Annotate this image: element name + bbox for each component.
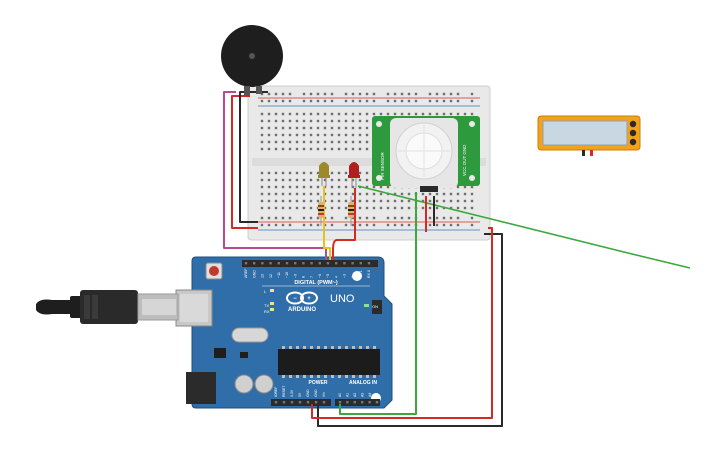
- wire-yellow: [323, 186, 331, 260]
- lcd-terminal: [629, 129, 637, 137]
- arduino-uno-board[interactable]: AREF GND 13 12 ~11 ~10 ~9 8 7 ~6 ~5 4 ~3 2 TX 1 RX 0 DI…: [175, 256, 393, 409]
- digital-pin-label: 12: [269, 274, 273, 278]
- digital-pin-label: 13: [261, 274, 265, 278]
- power-pin-label: GND: [314, 389, 318, 397]
- digital-pin-label: ~5: [326, 274, 330, 278]
- digital-pin-label: 7: [310, 276, 314, 278]
- atmega-chip: [278, 349, 380, 375]
- digital-pin-label: ~10: [285, 272, 289, 278]
- digital-pin-label: GND: [252, 270, 256, 278]
- power-jack: [186, 372, 216, 404]
- power-header-label: POWER: [309, 380, 328, 386]
- digital-pin-label: ~6: [318, 274, 322, 278]
- svg-text:−: −: [293, 296, 297, 302]
- digital-header: [242, 260, 378, 267]
- resistor[interactable]: [318, 196, 324, 226]
- model-label: UNO: [330, 293, 355, 305]
- power-pin-label: 3.3V: [290, 389, 294, 397]
- usb-cable[interactable]: [36, 290, 179, 324]
- wire-green-pir: [339, 192, 417, 415]
- analog-header-label: ANALOG IN: [349, 380, 377, 386]
- analog-header: [335, 399, 380, 406]
- wires: [223, 91, 691, 427]
- tx-label: TX: [264, 303, 269, 308]
- pir-sensor[interactable]: PIR SENSOR VCC OUT GND: [372, 116, 480, 192]
- digital-pin-label: ~3: [343, 274, 347, 278]
- capacitor: [254, 374, 274, 394]
- icsp-header: [372, 300, 382, 314]
- rx-label: RX: [264, 309, 270, 314]
- power-pin-label: GND: [306, 389, 310, 397]
- svg-text:+: +: [307, 296, 311, 302]
- digital-pin-labels: AREF GND 13 12 ~11 ~10 ~9 8 7 ~6 ~5 4 ~3 2 TX 1 RX 0: [244, 268, 371, 278]
- digital-header-label: DIGITAL (PWM~): [294, 280, 338, 286]
- mounting-hole: [352, 271, 362, 281]
- capacitor: [234, 374, 254, 394]
- power-pin-label: RESET: [282, 386, 286, 397]
- crystal-oscillator: [231, 327, 269, 343]
- wire-black-buzzer: [239, 91, 268, 223]
- digital-pin-label: ~9: [293, 274, 297, 278]
- l-label: L: [264, 289, 267, 294]
- digital-pin-label: 8: [302, 276, 306, 278]
- analog-pin-label: A4: [368, 393, 372, 397]
- lcd-terminal: [629, 138, 637, 146]
- piezo-buzzer[interactable]: [221, 25, 283, 96]
- header-pins: [244, 262, 379, 404]
- power-pin-label: 5V: [298, 392, 302, 397]
- digital-pin-label: RX 0: [367, 270, 371, 278]
- arduino-logo: − +: [286, 291, 318, 305]
- wire-magenta: [223, 91, 327, 260]
- red-led[interactable]: [348, 162, 360, 188]
- lcd-screen: [542, 120, 628, 146]
- digital-pin-label: TX 1: [359, 270, 363, 278]
- wire-red-5v: [311, 227, 493, 419]
- brand-label: ARDUINO: [288, 307, 316, 313]
- pir-label-left: PIR SENSOR: [380, 151, 385, 180]
- digital-pin-label: AREF: [244, 268, 248, 278]
- digital-pin-label: ~11: [277, 272, 281, 278]
- digital-pin-label: 2: [351, 276, 355, 278]
- analog-pin-label: A2: [353, 393, 357, 397]
- analog-pin-label: A5: [375, 393, 379, 397]
- power-pin-label: IOREF: [274, 387, 278, 397]
- analog-pin-label: A0: [338, 393, 342, 397]
- resistor[interactable]: [348, 196, 354, 226]
- on-label: ON: [372, 304, 378, 309]
- digital-pin-label: 4: [334, 276, 338, 278]
- analog-pin-label: A3: [360, 393, 364, 397]
- wire-green-long: [357, 185, 691, 269]
- analog-pin-label: A1: [346, 393, 350, 397]
- wire-red-led: [332, 188, 356, 260]
- pir-label-right: VCC OUT GND: [462, 144, 467, 176]
- reset-button[interactable]: [209, 266, 219, 276]
- power-pin-label: Vin: [322, 392, 326, 397]
- lcd-terminal: [629, 120, 637, 128]
- yellow-led[interactable]: [318, 162, 330, 186]
- chip-pins: [282, 346, 376, 378]
- lcd-display[interactable]: [537, 115, 641, 156]
